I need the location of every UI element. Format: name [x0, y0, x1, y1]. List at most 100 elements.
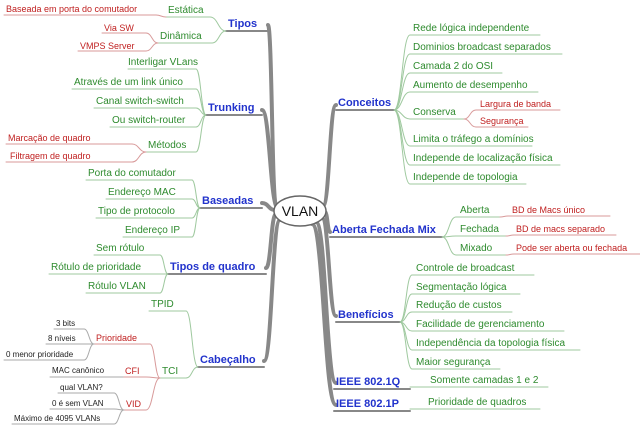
- connector-line: [195, 88, 207, 116]
- node-canal[interactable]: Canal switch-switch: [96, 96, 184, 107]
- node-tipo-protocolo[interactable]: Tipo de protocolo: [98, 206, 175, 217]
- node-baseada-porta[interactable]: Baseada em porta do comutador: [6, 4, 138, 14]
- node-independe-topologia[interactable]: Independe de topologia: [413, 172, 518, 183]
- node-dominios-broadcast[interactable]: Dominios broadcast separados: [413, 42, 551, 53]
- node-bd-separado[interactable]: BD de macs separado: [516, 224, 606, 234]
- connector-line: [209, 16, 227, 32]
- connector-line: [393, 34, 411, 111]
- connector-line: [441, 216, 457, 238]
- node-metodos[interactable]: Métodos: [148, 140, 187, 151]
- node-via-sw[interactable]: Via SW: [104, 23, 134, 33]
- node-largura-banda[interactable]: Largura de banda: [480, 99, 552, 109]
- node-prioridade-quadros[interactable]: Prioridade de quadros: [428, 397, 527, 408]
- connector-line: [155, 14, 167, 18]
- node-link-unico[interactable]: Através de um link único: [74, 77, 183, 88]
- node-rotulo-prioridade[interactable]: Rótulo de prioridade: [51, 262, 142, 273]
- connector-line: [195, 114, 207, 153]
- node-sem-vlan[interactable]: 0 é sem VLAN: [52, 399, 104, 408]
- node-qual-vlan[interactable]: qual VLAN?: [60, 383, 103, 392]
- connector-line: [145, 377, 161, 411]
- connector-line: [113, 392, 125, 411]
- node-aberta[interactable]: Aberta: [460, 205, 490, 216]
- node-mixado[interactable]: Mixado: [460, 243, 493, 254]
- branch-beneficios[interactable]: Benefícios: [338, 309, 394, 321]
- node-vid[interactable]: VID: [126, 399, 142, 409]
- node-somente-camadas[interactable]: Somente camadas 1 e 2: [430, 375, 539, 386]
- branch-tipos[interactable]: Tipos: [228, 18, 258, 30]
- connector-line: [145, 32, 159, 44]
- node-mac-canonico[interactable]: MAC canônico: [52, 366, 105, 375]
- connector-line: [393, 91, 411, 111]
- node-maior-seguranca[interactable]: Maior segurança: [416, 357, 491, 368]
- connector-line: [399, 274, 413, 323]
- connector-line: [113, 409, 125, 425]
- node-8-niveis[interactable]: 8 níveis: [48, 334, 76, 343]
- connector-line: [145, 376, 161, 379]
- connector-line: [399, 321, 413, 370]
- node-tci[interactable]: TCI: [162, 366, 179, 377]
- branch-trunking[interactable]: Trunking: [208, 102, 255, 114]
- branch-aberta-fechada-mix[interactable]: Aberta Fechada Mix: [332, 224, 436, 236]
- node-estatica[interactable]: Estática: [168, 5, 204, 16]
- connector-line: [145, 42, 159, 52]
- connector-line: [441, 236, 457, 256]
- node-limita-trafego[interactable]: Limita o tráfego a domínios: [413, 134, 534, 145]
- node-aumento-desempenho[interactable]: Aumento de desempenho: [413, 80, 528, 91]
- node-maximo-vlans[interactable]: Máximo de 4095 VLANs: [14, 414, 101, 423]
- connector-line: [131, 143, 147, 153]
- node-menor-prioridade[interactable]: 0 menor prioridade: [6, 350, 74, 359]
- connector-line: [499, 215, 509, 218]
- node-controle-broadcast[interactable]: Controle de broadcast: [416, 263, 515, 274]
- node-tpid[interactable]: TPID: [151, 299, 174, 310]
- connector-line: [131, 151, 147, 163]
- node-bd-unico[interactable]: BD de Macs único: [512, 205, 586, 215]
- node-cfi[interactable]: CFI: [125, 366, 140, 376]
- node-sem-rotulo[interactable]: Sem rótulo: [96, 243, 145, 254]
- node-router[interactable]: Ou switch-router: [112, 115, 186, 126]
- node-vmps-server[interactable]: VMPS Server: [80, 41, 135, 51]
- node-rede-logica[interactable]: Rede lógica independente: [413, 23, 530, 34]
- node-endereco-mac[interactable]: Endereço MAC: [108, 187, 176, 198]
- spine-line: [314, 220, 338, 385]
- node-reducao-custos[interactable]: Redução de custos: [416, 300, 502, 311]
- node-porta-comutador[interactable]: Porta do comutador: [88, 168, 176, 179]
- connector-line: [399, 293, 413, 323]
- spine-line: [320, 216, 338, 318]
- connector-line: [211, 30, 227, 44]
- node-seguranca[interactable]: Segurança: [480, 116, 524, 126]
- node-dinamica[interactable]: Dinâmica: [160, 31, 202, 42]
- connector-line: [505, 253, 515, 256]
- branch-ieee-8021p[interactable]: IEEE 802.1P: [336, 398, 399, 410]
- node-fechada[interactable]: Fechada: [460, 224, 499, 235]
- node-3-bits[interactable]: 3 bits: [56, 319, 76, 328]
- connector-line: [149, 343, 161, 379]
- connector-line: [159, 254, 169, 275]
- connector-line: [83, 343, 95, 361]
- branch-conceitos[interactable]: Conceitos: [338, 97, 392, 109]
- branch-baseadas[interactable]: Baseadas: [202, 195, 254, 207]
- node-rotulo-vlan[interactable]: Rótulo VLAN: [88, 281, 146, 292]
- spine-line: [321, 103, 338, 208]
- node-prioridade[interactable]: Prioridade: [96, 333, 138, 343]
- node-segmentacao-logica[interactable]: Segmentação lógica: [416, 282, 507, 293]
- connector-line: [83, 328, 95, 345]
- node-independencia-topologia[interactable]: Independência da topologia física: [416, 338, 566, 349]
- node-filtragem[interactable]: Filtragem de quadro: [10, 151, 91, 161]
- connector-line: [393, 72, 411, 111]
- center-node[interactable]: VLAN: [281, 203, 319, 219]
- node-endereco-ip[interactable]: Endereço IP: [125, 225, 181, 236]
- connector-line: [505, 234, 515, 237]
- branch-cabecalho[interactable]: Cabeçalho: [200, 354, 256, 366]
- node-independe-localizacao[interactable]: Independe de localização física: [413, 153, 553, 164]
- node-marcacao[interactable]: Marcação de quadro: [8, 133, 91, 143]
- connector-line: [185, 366, 199, 379]
- branch-ieee-8021q[interactable]: IEEE 802.1Q: [336, 376, 401, 388]
- node-interligar-vlans[interactable]: Interligar VLans: [128, 57, 199, 68]
- node-facilidade-gerenciamento[interactable]: Facilidade de gerenciamento: [416, 319, 545, 330]
- node-camada-2[interactable]: Camada 2 do OSI: [413, 61, 494, 72]
- connector-line: [463, 109, 477, 120]
- node-aberta-ou-fechada[interactable]: Pode ser aberta ou fechada: [516, 243, 628, 253]
- branch-tipos-quadro[interactable]: Tipos de quadro: [170, 261, 256, 273]
- node-conserva[interactable]: Conserva: [413, 107, 456, 118]
